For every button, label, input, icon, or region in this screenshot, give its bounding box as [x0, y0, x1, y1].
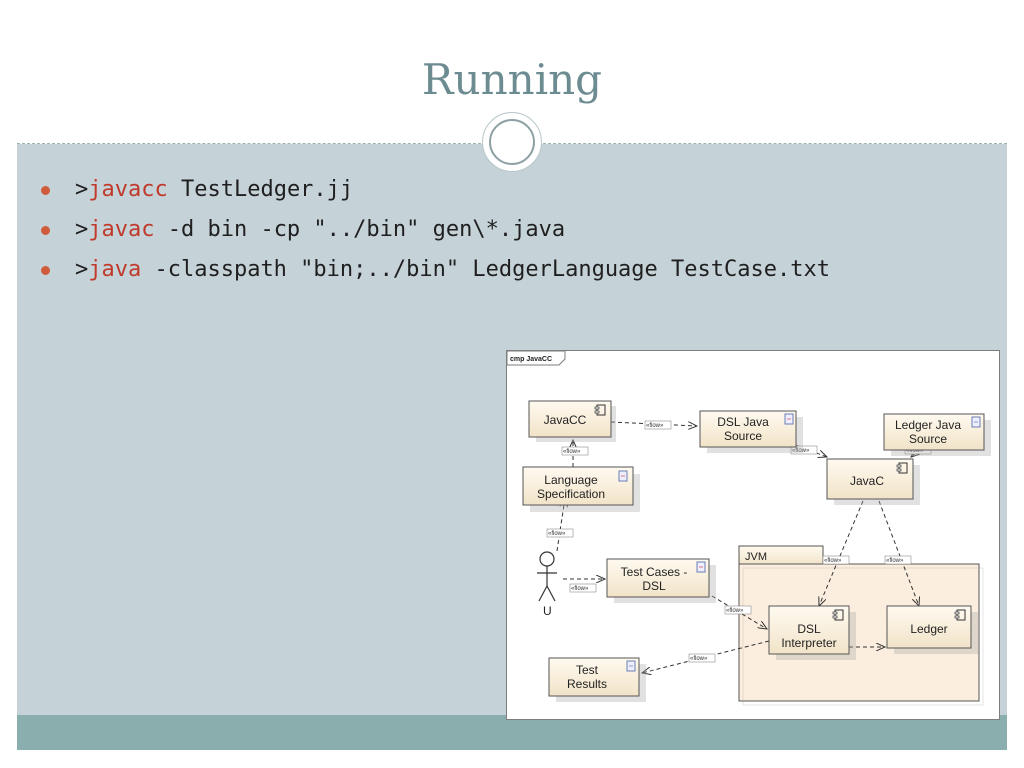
component-diagram: cmp JavaCC JVM — [506, 350, 1000, 720]
bullet-dot-icon — [41, 266, 50, 275]
bullet-dot-icon — [41, 226, 50, 235]
title-ring-inner-icon — [489, 119, 535, 165]
command-name: java — [88, 257, 142, 282]
flow-label: «flow» — [548, 531, 566, 537]
command-name: javac — [88, 217, 155, 242]
prompt: > — [75, 177, 89, 202]
flow-label: «flow» — [906, 448, 924, 454]
svg-text:Interpreter: Interpreter — [781, 636, 836, 650]
language-spec-node: Language Specification — [522, 466, 640, 512]
svg-text:DSL: DSL — [642, 579, 666, 593]
bullet-list: >javacc TestLedger.jj >javac -d bin -cp … — [37, 176, 917, 296]
svg-text:Source: Source — [909, 432, 947, 446]
document-icon — [626, 660, 636, 672]
component-icon — [896, 462, 908, 474]
bullet-item: >javac -d bin -cp "../bin" gen\*.java — [37, 216, 917, 244]
command-args: -d bin -cp "../bin" gen\*.java — [154, 217, 566, 242]
flow-label: «flow» — [824, 558, 842, 564]
svg-text:DSL: DSL — [797, 622, 821, 636]
component-icon — [832, 609, 844, 621]
svg-text:Language: Language — [544, 473, 598, 487]
command-args: TestLedger.jj — [167, 177, 354, 202]
flow-label: «flow» — [726, 608, 744, 614]
flow-javac-interpreter — [819, 500, 864, 606]
ledger-java-source-node: Ledger Java Source — [883, 413, 991, 456]
slide-title: Running — [421, 55, 603, 104]
javac-node: JavaC — [826, 458, 920, 505]
jvm-label: JVM — [745, 551, 767, 563]
command-name: javacc — [88, 177, 168, 202]
dsl-interpreter-node: DSL Interpreter — [768, 605, 856, 660]
actor-label: U — [543, 604, 552, 618]
svg-text:DSL Java: DSL Java — [717, 415, 769, 429]
component-icon — [954, 609, 966, 621]
footer-band — [17, 715, 1007, 750]
svg-text:Specification: Specification — [537, 487, 605, 501]
dsl-java-source-node: DSL Java Source — [699, 410, 803, 453]
flow-label: «flow» — [646, 423, 664, 429]
actor-icon — [537, 551, 557, 602]
svg-text:Test: Test — [576, 663, 599, 677]
bullet-dot-icon — [41, 186, 50, 195]
svg-text:JavaC: JavaC — [850, 474, 884, 488]
frame-tab — [507, 351, 566, 366]
slide: Running >javacc TestLedger.jj >javac -d … — [17, 17, 1007, 750]
test-results-node: Test Results — [548, 657, 646, 702]
flow-label: «flow» — [563, 449, 581, 455]
bullet-item: >java -classpath "bin;../bin" LedgerLang… — [37, 256, 917, 284]
svg-text:JavaCC: JavaCC — [544, 413, 587, 427]
svg-text:Test Cases -: Test Cases - — [621, 565, 688, 579]
svg-text:Source: Source — [724, 429, 762, 443]
svg-text:Ledger: Ledger — [910, 622, 947, 636]
command-args: -classpath "bin;../bin" LedgerLanguage T… — [141, 257, 830, 282]
flow-label: «flow» — [886, 558, 904, 564]
flow-label: «flow» — [792, 448, 810, 454]
javacc-node: JavaCC — [528, 400, 616, 442]
prompt: > — [75, 217, 89, 242]
flow-label: «flow» — [690, 656, 708, 662]
flow-testcases-interpreter — [711, 595, 767, 629]
frame-label: cmp JavaCC — [510, 356, 552, 363]
svg-text:Results: Results — [567, 677, 607, 691]
document-icon — [784, 413, 794, 425]
svg-text:Ledger Java: Ledger Java — [895, 418, 961, 432]
prompt: > — [75, 257, 89, 282]
document-icon — [971, 416, 981, 428]
ledger-node: Ledger — [886, 605, 978, 654]
flow-actor-spec — [556, 498, 565, 552]
flow-label: «flow» — [571, 586, 589, 592]
bullet-item: >javacc TestLedger.jj — [37, 176, 917, 204]
flow-javac-ledger — [878, 500, 919, 606]
component-icon — [594, 404, 606, 416]
document-icon — [696, 561, 706, 573]
document-icon — [618, 470, 628, 482]
test-cases-node: Test Cases - DSL — [606, 558, 716, 603]
